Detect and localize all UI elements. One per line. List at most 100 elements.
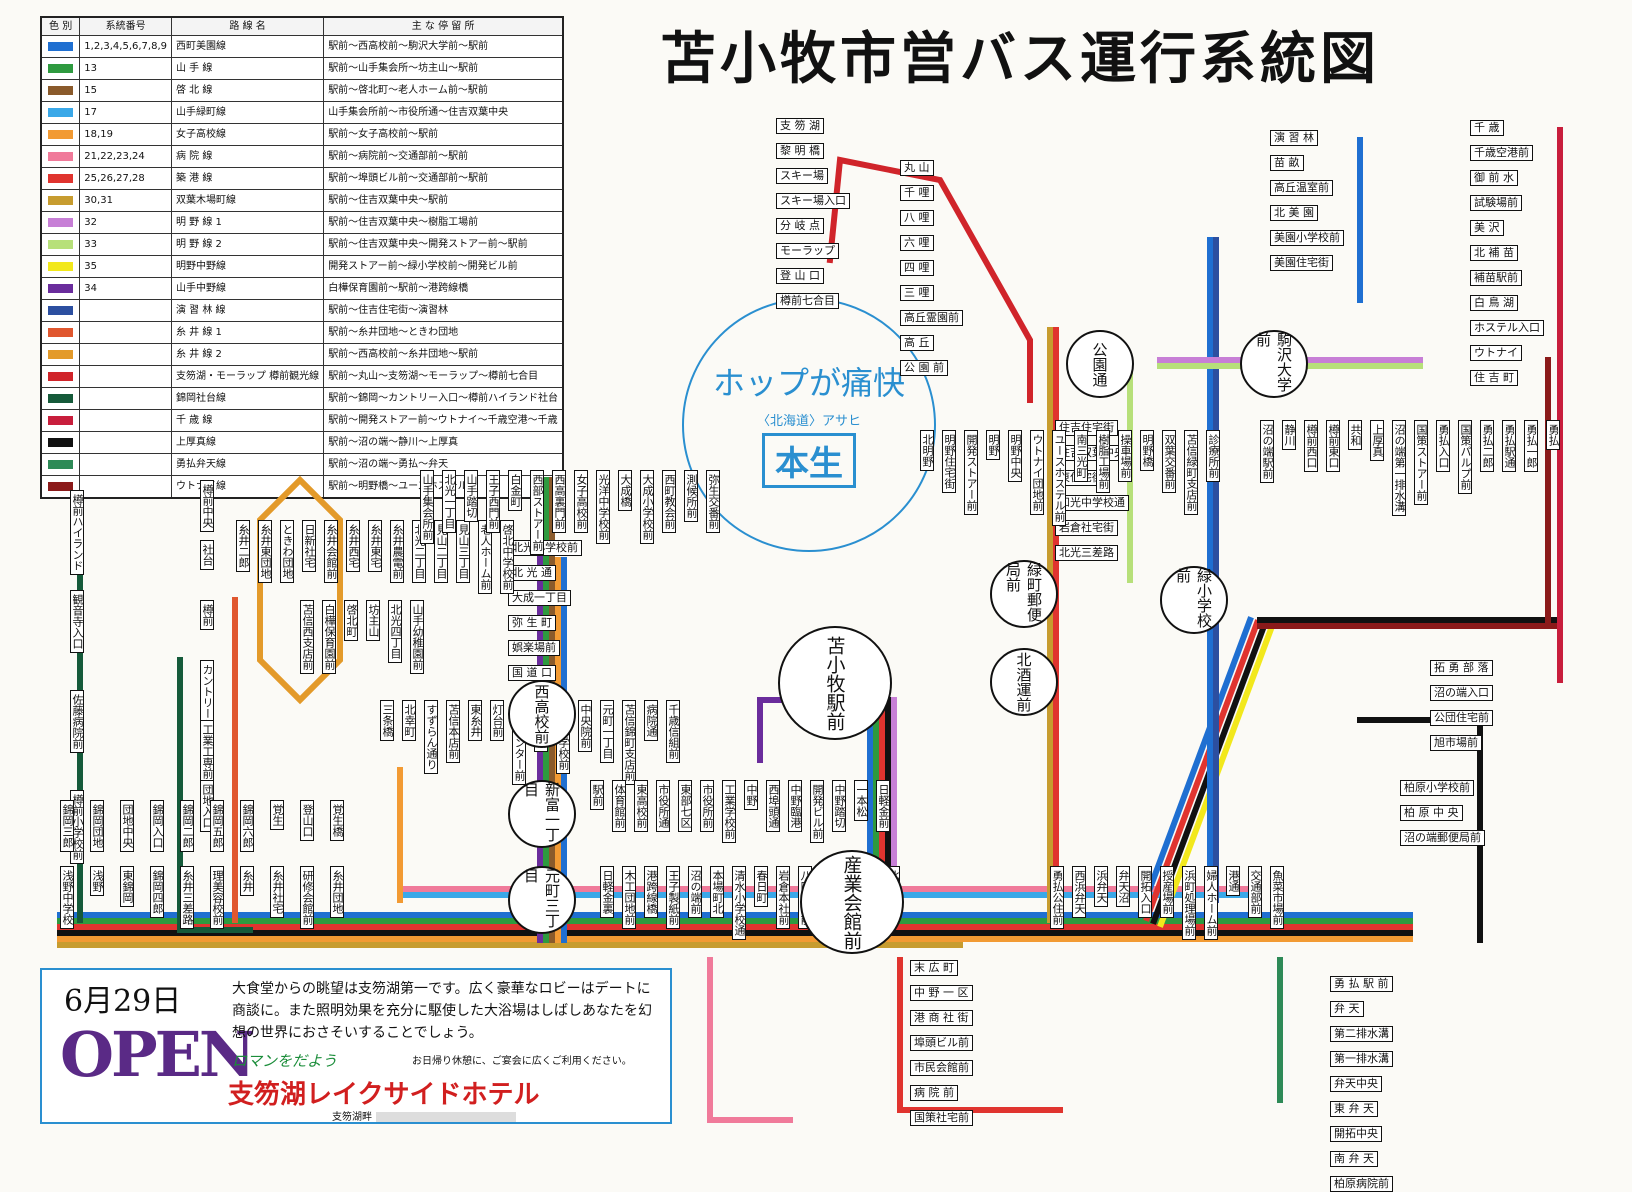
bus-stop: 病 院 前: [910, 1085, 958, 1101]
bus-stop: 公団住宅前: [1430, 710, 1493, 726]
bus-stop: 共和: [1348, 420, 1362, 450]
bus-stop: 錦岡団地: [90, 800, 104, 852]
bus-stop: 弁天沼: [1116, 866, 1130, 907]
bus-stop: 黎 明 橋: [776, 143, 824, 159]
advert-note: お日帰り休憩に、ご宴会に広くご利用ください。: [412, 1056, 632, 1067]
bus-stop: 見山三丁目: [456, 520, 470, 583]
bus-stop: 糸井: [240, 866, 254, 896]
bus-stop: 北 美 園: [1270, 205, 1318, 221]
bus-stop: 勇払一郎: [1524, 420, 1538, 472]
bus-stop: 娯楽場前: [508, 640, 560, 656]
bus-stop: 大成小学校前: [640, 470, 654, 544]
bus-stop: 中央院前: [578, 700, 592, 752]
legend-row: 演 習 林 線駅前～住吉住宅街～演習林: [40, 299, 564, 322]
bus-stop: 糸井団地: [330, 866, 344, 918]
hub-sangyo: 産業会館前: [800, 850, 904, 954]
bus-stop: 八 哩: [900, 210, 934, 226]
bus-stop: 明野橋: [1140, 430, 1154, 471]
bus-stop: 糸井社宅: [270, 866, 284, 918]
bus-stop: 体育館前: [612, 780, 626, 832]
bus-stop: 糸井二郎: [236, 520, 250, 572]
bus-stop: 丸 山: [900, 160, 934, 176]
bus-stop: 坊主山: [366, 600, 380, 641]
bus-stop: 港通: [1226, 866, 1240, 896]
bus-stop: 美園住宅街: [1270, 255, 1333, 271]
route-line: [707, 957, 793, 1123]
hub-midori: 緑小学校前: [1160, 566, 1228, 634]
bus-stop: 元町一丁目: [600, 700, 614, 763]
bus-stop: 交通部前: [1248, 866, 1262, 918]
bus-stop: 旭市場前: [1430, 735, 1482, 751]
bus-stop: すずらん通り: [424, 700, 438, 774]
bus-stop: 柏原病院前: [1330, 1176, 1393, 1192]
bus-stop: 苫信西支店前: [300, 600, 314, 674]
bus-stop: 白 鳥 湖: [1470, 295, 1518, 311]
bus-stop: 山手幼稚園前: [410, 600, 424, 674]
bus-stop: 糸井農電前: [390, 520, 404, 583]
bus-stop: 国策パルプ前: [1458, 420, 1472, 494]
bus-stop: 浅野中学校: [60, 866, 74, 929]
bus-stop: 千歳信組前: [666, 700, 680, 763]
bus-stop: 柏原小学校前: [1400, 780, 1474, 796]
bus-stop: 東 弁 天: [1330, 1101, 1378, 1117]
bus-stop: 大成橋: [618, 470, 632, 511]
bus-stop: 沼の端駅前: [1260, 420, 1274, 483]
bus-stop: 北明野: [920, 430, 934, 471]
bus-stop: 柏 原 中 央: [1400, 805, 1463, 821]
bus-stop: 工業学校前: [722, 780, 736, 843]
bus-stop: 灯台前: [490, 700, 504, 741]
bus-stop: 社台: [200, 540, 214, 570]
bus-stop: 樽前東口: [1326, 420, 1340, 472]
bus-stop: 王子西門前: [486, 470, 500, 533]
bus-stop: 港跨線橋: [644, 866, 658, 918]
bus-stop: 苫信本店前: [446, 700, 460, 763]
bus-stop: 港 商 社 街: [910, 1010, 973, 1026]
bus-stop: 中野踏切: [832, 780, 846, 832]
bus-stop: 市民会館前: [910, 1060, 973, 1076]
bus-stop: 診療所前: [1206, 430, 1220, 482]
bus-stop: スキー場: [776, 168, 828, 184]
bus-stop: 南 弁 天: [1330, 1151, 1378, 1167]
advert-hotel-name: 支笏湖レイクサイドホテル: [228, 1080, 540, 1110]
bus-stop: 三 哩: [900, 285, 934, 301]
bus-stop: 弥生交番前: [706, 470, 720, 533]
bus-stop: 錦岡五郎: [210, 800, 224, 852]
bus-stop: 西埠頭通: [766, 780, 780, 832]
bus-stop: スキー場入口: [776, 193, 850, 209]
bus-stop: 岩倉本社前: [776, 866, 790, 929]
bus-stop: 佐藤病院前: [70, 690, 84, 753]
hub-komazawa: 駒沢大学前: [1240, 330, 1308, 398]
hub-shintomi: 新富一丁目: [508, 780, 576, 848]
bus-stop: 女子高校前: [574, 470, 588, 533]
bus-stop: 本場町北: [710, 866, 724, 918]
bus-stop: 糸井西宅: [346, 520, 360, 572]
bus-stop: 第二排水溝: [1330, 1026, 1393, 1042]
bus-stop: 白樺保育園前: [322, 600, 336, 674]
legend-header: 主 な 停 留 所: [323, 16, 564, 36]
bus-stop: 見山二丁目: [434, 520, 448, 583]
bus-stop: 苫信緑町支店前: [1184, 430, 1198, 515]
bus-stop: 大成一丁目: [508, 590, 571, 606]
bus-stop: 沼の端第一排水溝: [1392, 420, 1406, 516]
bus-stop: 北 補 苗: [1470, 245, 1518, 261]
bus-stop: 浜弁天: [1094, 866, 1108, 907]
bus-stop: 双葉交番前: [1162, 430, 1176, 493]
hub-kitasaka: 北酒運前: [990, 648, 1058, 716]
advert-brand: 〈北海道〉アサヒ: [756, 414, 861, 429]
bus-stop: 山手踏切: [464, 470, 478, 522]
legend-header: 路 線 名: [170, 16, 325, 36]
bus-stop: 補苗駅前: [1470, 270, 1522, 286]
bus-stop: 弥 生 町: [508, 615, 556, 631]
bus-stop: 公 園 前: [900, 360, 948, 376]
bus-stop: 授産場前: [1160, 866, 1174, 918]
hub-nishiko: 西高校前: [508, 680, 576, 748]
hub-midorimachi: 緑町郵便局前: [990, 560, 1058, 628]
bus-stop: 山手集会所前: [420, 470, 434, 544]
bus-stop: 北 光 通: [508, 565, 556, 581]
page-title: 苫小牧市営バス運行系統図: [660, 26, 1380, 92]
bus-stop: 明野住宅街: [942, 430, 956, 493]
bus-stop: 啓北中学校前: [500, 520, 514, 594]
